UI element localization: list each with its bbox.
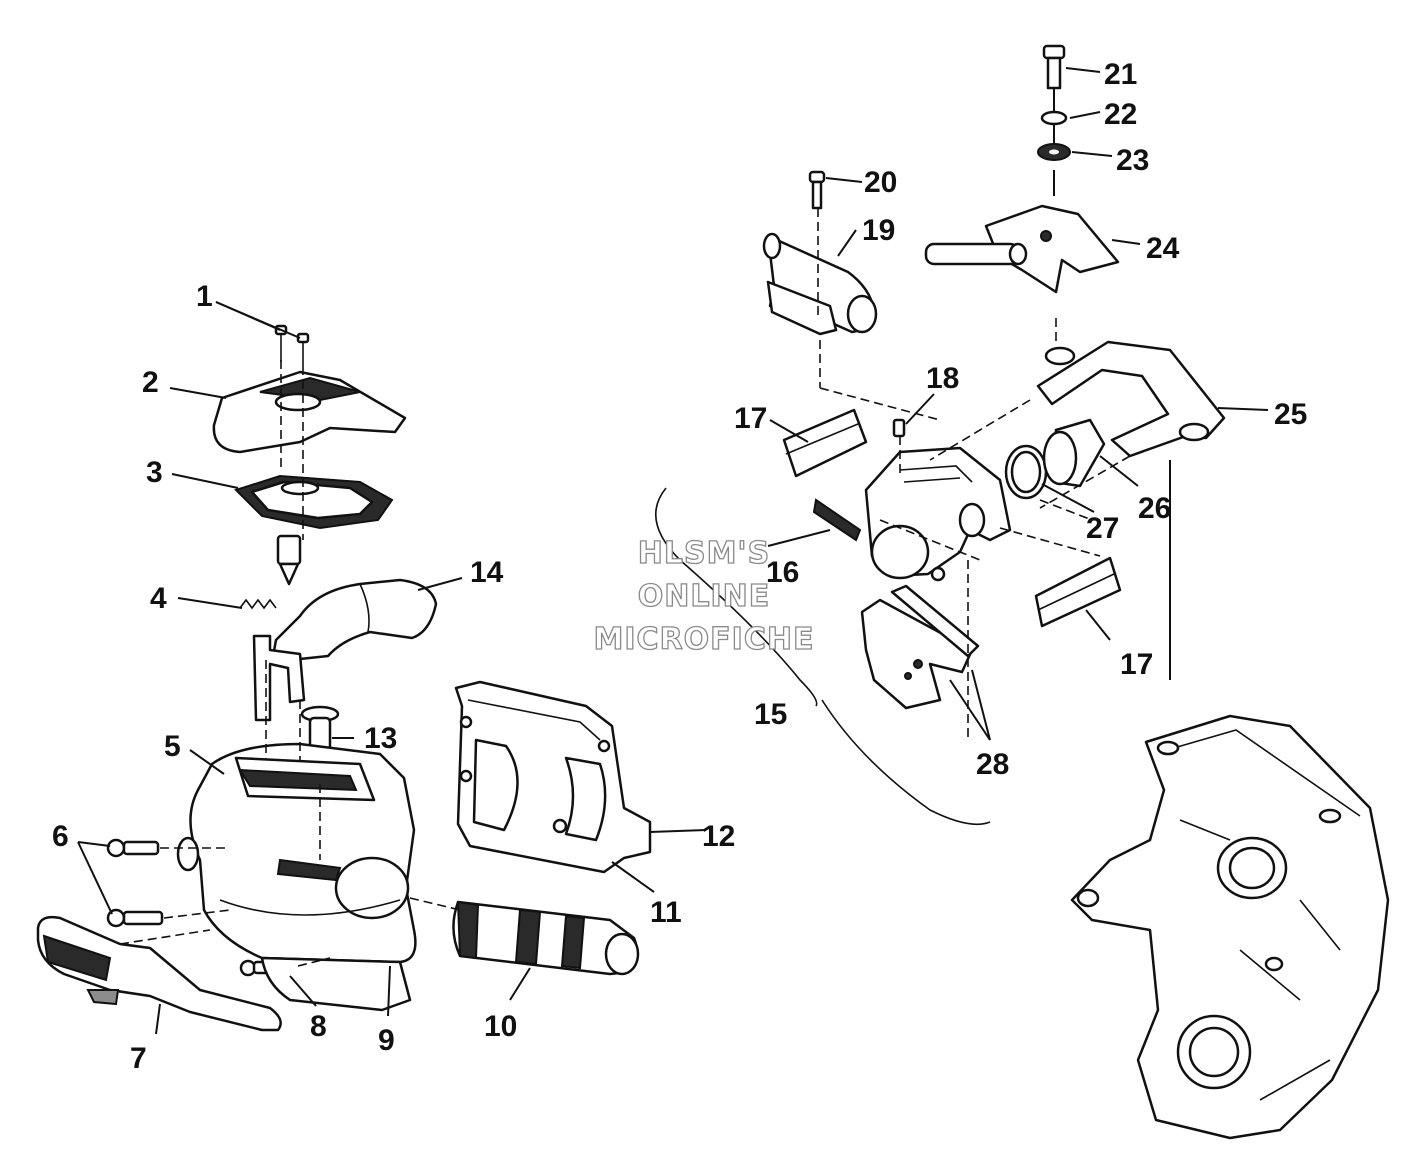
brake-pads-part bbox=[860, 584, 980, 710]
callout-8: 8 bbox=[310, 1010, 327, 1043]
callout-6: 6 bbox=[52, 820, 69, 853]
callout-24: 24 bbox=[1146, 232, 1180, 265]
callout-27: 27 bbox=[1086, 512, 1119, 545]
gasket-part bbox=[234, 474, 394, 530]
bracket-part bbox=[924, 204, 1120, 294]
housing-screws-part bbox=[106, 838, 164, 928]
callout-16: 16 bbox=[766, 556, 799, 589]
lock-washer-part bbox=[1040, 110, 1068, 126]
right-leader-lines bbox=[767, 67, 1269, 741]
throttle-lever-part bbox=[270, 578, 438, 664]
housing-part bbox=[176, 742, 417, 964]
callout-3: 3 bbox=[146, 456, 163, 489]
callout-12: 12 bbox=[702, 820, 735, 853]
callout-1: 1 bbox=[196, 280, 213, 313]
bushing-part bbox=[1042, 418, 1106, 488]
watermark-line-3: MICROFICHE bbox=[594, 622, 815, 657]
callout-18: 18 bbox=[926, 362, 959, 395]
left-leader-lines bbox=[77, 301, 707, 1035]
callout-7: 7 bbox=[130, 1042, 147, 1075]
callout-22: 22 bbox=[1104, 98, 1137, 131]
brake-lever-part bbox=[36, 915, 282, 1032]
callout-2: 2 bbox=[142, 366, 159, 399]
callout-20: 20 bbox=[864, 166, 897, 199]
callout-14: 14 bbox=[470, 556, 504, 589]
callout-10: 10 bbox=[484, 1010, 517, 1043]
callout-labels: 1 2 3 4 5 6 7 8 9 10 11 12 13 14 15 16 1… bbox=[52, 58, 1307, 1075]
fork-outline-part bbox=[654, 487, 991, 826]
callout-19: 19 bbox=[862, 214, 895, 247]
callout-21: 21 bbox=[1104, 58, 1137, 91]
right-construction-lines bbox=[817, 208, 1131, 740]
mounting-bracket-part bbox=[1070, 714, 1390, 1140]
callout-4: 4 bbox=[150, 582, 167, 615]
callout-25: 25 bbox=[1274, 398, 1307, 431]
callout-9: 9 bbox=[378, 1024, 395, 1057]
callout-23: 23 bbox=[1116, 144, 1149, 177]
watermark-line-1: HLSM'S bbox=[638, 536, 770, 571]
upper-bracket-part bbox=[454, 680, 652, 874]
fitting-part bbox=[762, 232, 878, 336]
callout-17-upper: 17 bbox=[734, 402, 767, 435]
callout-26: 26 bbox=[1138, 492, 1171, 525]
small-screw-part bbox=[808, 170, 826, 210]
flat-washer-part bbox=[1037, 143, 1071, 161]
callout-17-lower: 17 bbox=[1120, 648, 1153, 681]
left-construction-lines bbox=[119, 360, 461, 967]
cover-part bbox=[212, 370, 407, 454]
callout-15: 15 bbox=[754, 698, 787, 731]
watermark: HLSM'S ONLINE MICROFICHE bbox=[593, 535, 815, 657]
spring-part bbox=[239, 598, 277, 610]
brake-pad-lower-part bbox=[1034, 556, 1122, 628]
brake-pad-upper-part bbox=[782, 408, 868, 478]
bolt-part bbox=[1042, 44, 1066, 90]
caliper-part bbox=[812, 446, 1012, 582]
callout-11: 11 bbox=[650, 896, 682, 929]
watermark-line-2: ONLINE bbox=[638, 579, 771, 614]
callout-28: 28 bbox=[976, 748, 1009, 781]
housing-base-part bbox=[260, 956, 412, 1012]
callout-5: 5 bbox=[164, 730, 181, 763]
seal-ring-part bbox=[1004, 444, 1048, 500]
bleeder-screw-part bbox=[892, 418, 906, 438]
screw-pair-part bbox=[274, 324, 310, 366]
callout-13: 13 bbox=[364, 722, 397, 755]
plunger-part bbox=[276, 534, 302, 586]
handlebar-grip-part bbox=[452, 900, 640, 976]
